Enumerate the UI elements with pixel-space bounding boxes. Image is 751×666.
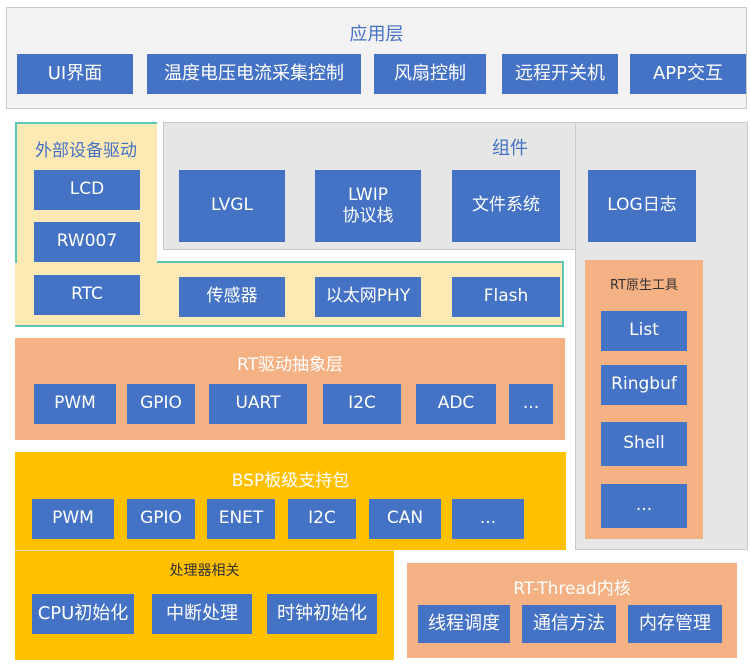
processor-cpu-init: CPU初始化 — [32, 594, 134, 634]
component-lwip: LWIP 协议栈 — [315, 170, 421, 242]
external-drivers-title: 外部设备驱动 — [35, 141, 137, 161]
bsp-enet: ENET — [207, 499, 275, 539]
bsp-can: CAN — [369, 499, 441, 539]
kernel-memory-management: 内存管理 — [628, 605, 722, 643]
app-item-remote-power: 远程开关机 — [502, 54, 618, 94]
rt-driver-adc: ADC — [416, 384, 496, 424]
kernel-thread-scheduling: 线程调度 — [418, 605, 510, 643]
components-title: 组件 — [492, 138, 528, 159]
app-item-sampling: 温度电压电流采集控制 — [147, 54, 361, 94]
bsp-title: BSP板级支持包 — [231, 471, 350, 491]
app-item-app-interaction: APP交互 — [630, 54, 746, 94]
bsp-pwm: PWM — [32, 499, 114, 539]
driver-rw007: RW007 — [34, 222, 140, 262]
driver-lcd: LCD — [34, 170, 140, 210]
rt-driver-i2c: I2C — [323, 384, 401, 424]
processor-clock-init: 时钟初始化 — [267, 594, 377, 634]
bsp-more: ... — [452, 499, 524, 539]
tool-more: ... — [601, 484, 687, 528]
component-filesystem: 文件系统 — [452, 170, 560, 242]
rt-driver-gpio: GPIO — [127, 384, 195, 424]
driver-sensor: 传感器 — [179, 277, 285, 317]
processor-interrupt: 中断处理 — [152, 594, 252, 634]
processor-title: 处理器相关 — [169, 563, 240, 579]
component-log: LOG日志 — [588, 170, 696, 242]
rt-kernel-title: RT-Thread内核 — [513, 579, 631, 599]
rt-driver-title: RT驱动抽象层 — [237, 355, 343, 375]
bsp-gpio: GPIO — [127, 499, 195, 539]
bsp-i2c: I2C — [288, 499, 356, 539]
app-layer-title: 应用层 — [349, 24, 404, 45]
app-item-ui: UI界面 — [17, 54, 133, 94]
tool-ringbuf: Ringbuf — [601, 365, 687, 405]
driver-flash: Flash — [452, 277, 560, 317]
tool-shell: Shell — [601, 422, 687, 466]
tool-list: List — [601, 311, 687, 351]
driver-ethernet-phy: 以太网PHY — [315, 277, 421, 317]
rt-driver-pwm: PWM — [34, 384, 116, 424]
driver-rtc: RTC — [34, 275, 140, 315]
rt-driver-more: ... — [509, 384, 553, 424]
component-lvgl: LVGL — [179, 170, 285, 242]
kernel-communication: 通信方法 — [522, 605, 616, 643]
rt-tools-title: RT原生工具 — [609, 278, 679, 293]
app-item-fan: 风扇控制 — [374, 54, 486, 94]
rt-driver-uart: UART — [209, 384, 307, 424]
